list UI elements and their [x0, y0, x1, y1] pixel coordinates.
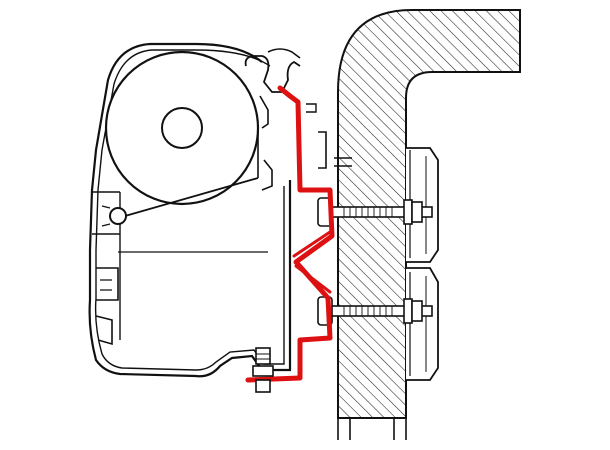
fabric-roller: [104, 50, 260, 219]
upper-bolt: [317, 197, 433, 227]
mounting-adapter-rail: [245, 85, 335, 383]
wall-clip-details: [306, 103, 352, 169]
roller-axle: [101, 205, 127, 227]
lower-bracket: [406, 267, 439, 381]
awning-case: [88, 42, 301, 378]
bottom-clamp-screw: [252, 347, 274, 393]
